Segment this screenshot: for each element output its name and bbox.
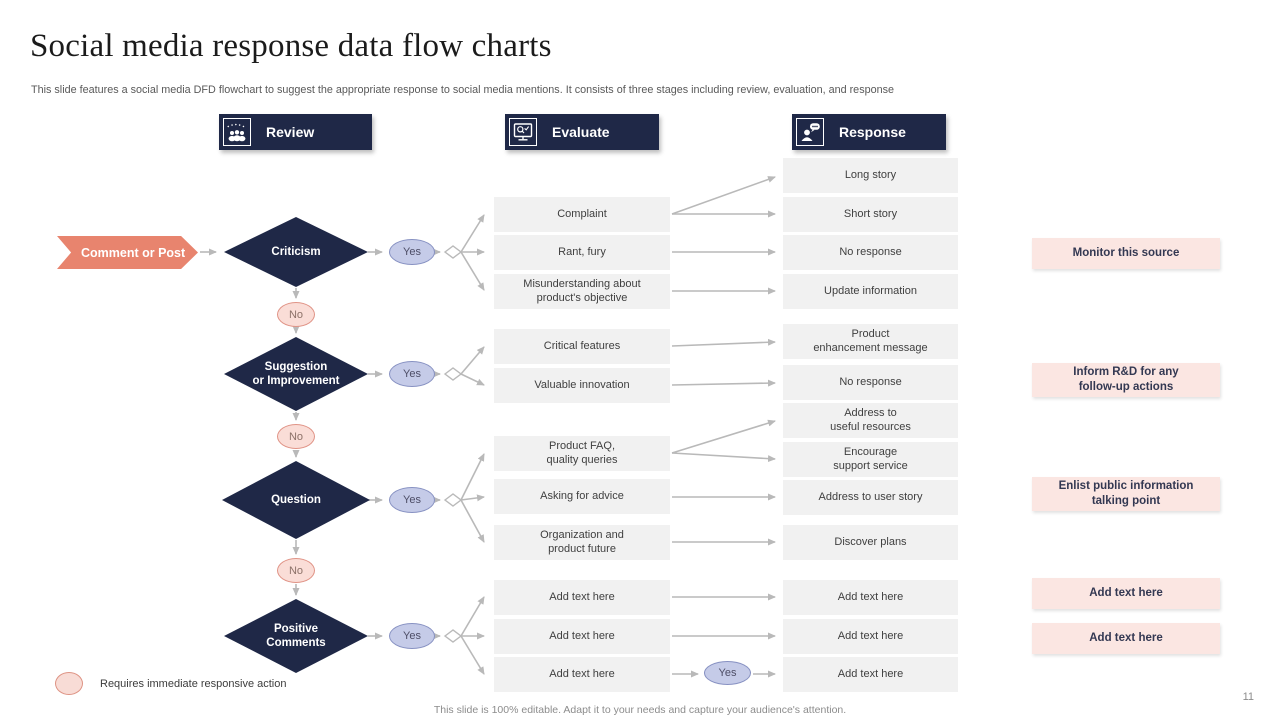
page-title: Social media response data flow charts xyxy=(30,28,552,64)
monitor-magnifier-icon xyxy=(509,118,537,146)
response-box: Add text here xyxy=(783,657,958,692)
connector-diamonds-group xyxy=(443,245,463,643)
start-node-comment-or-post: Comment or Post xyxy=(57,236,198,269)
action-box: Enlist public information talking point xyxy=(1032,477,1220,511)
response-box: Long story xyxy=(783,158,958,193)
evaluate-box: Critical features xyxy=(494,329,670,364)
stage-header-evaluate: Evaluate xyxy=(505,114,659,150)
evaluate-box: Add text here xyxy=(494,657,670,692)
action-box: Monitor this source xyxy=(1032,238,1220,269)
connector-arrows-group xyxy=(200,176,776,678)
yes-ellipse: Yes xyxy=(389,487,435,513)
evaluate-box: Add text here xyxy=(494,580,670,615)
action-box: Add text here xyxy=(1032,623,1220,654)
yes-ellipse: Yes xyxy=(389,239,435,265)
yes-ellipse: Yes xyxy=(389,361,435,387)
stage-header-response: Response xyxy=(792,114,946,150)
page-number: 11 xyxy=(1242,691,1254,703)
evaluate-box: Misunderstanding about product's objecti… xyxy=(494,274,670,309)
no-ellipse: No xyxy=(277,558,315,583)
response-box: Product enhancement message xyxy=(783,324,958,359)
audience-stars-icon xyxy=(223,118,251,146)
evaluate-box: Asking for advice xyxy=(494,479,670,514)
yes-ellipse: Yes xyxy=(389,623,435,649)
response-box: Add text here xyxy=(783,619,958,654)
yes-ellipse: Yes xyxy=(704,661,751,685)
response-box: Encourage support service xyxy=(783,442,958,477)
stage-header-review: Review xyxy=(219,114,372,150)
response-box: Address to user story xyxy=(783,480,958,515)
response-box: Address to useful resources xyxy=(783,403,958,438)
evaluate-box: Product FAQ, quality queries xyxy=(494,436,670,471)
action-box: Add text here xyxy=(1032,578,1220,609)
stage-label-evaluate: Evaluate xyxy=(552,124,610,140)
response-box: Short story xyxy=(783,197,958,232)
no-ellipse: No xyxy=(277,424,315,449)
action-box: Inform R&D for any follow-up actions xyxy=(1032,363,1220,397)
response-box: Update information xyxy=(783,274,958,309)
person-speech-bubble-icon xyxy=(796,118,824,146)
no-ellipse: No xyxy=(277,302,315,327)
stage-label-review: Review xyxy=(266,124,315,140)
evaluate-box: Add text here xyxy=(494,619,670,654)
evaluate-box: Organization and product future xyxy=(494,525,670,560)
slide-subtitle: This slide features a social media DFD f… xyxy=(31,84,895,96)
slide-footer-note: This slide is 100% editable. Adapt it to… xyxy=(433,704,847,716)
legend: Requires immediate responsive action xyxy=(55,672,286,695)
evaluate-box: Valuable innovation xyxy=(494,368,670,403)
evaluate-box: Rant, fury xyxy=(494,235,670,270)
response-box: Add text here xyxy=(783,580,958,615)
legend-pink-ellipse-icon xyxy=(55,672,83,695)
legend-label: Requires immediate responsive action xyxy=(100,677,287,690)
evaluate-box: Complaint xyxy=(494,197,670,232)
response-box: Discover plans xyxy=(783,525,958,560)
stage-label-response: Response xyxy=(839,124,906,140)
response-box: No response xyxy=(783,365,958,400)
response-box: No response xyxy=(783,235,958,270)
